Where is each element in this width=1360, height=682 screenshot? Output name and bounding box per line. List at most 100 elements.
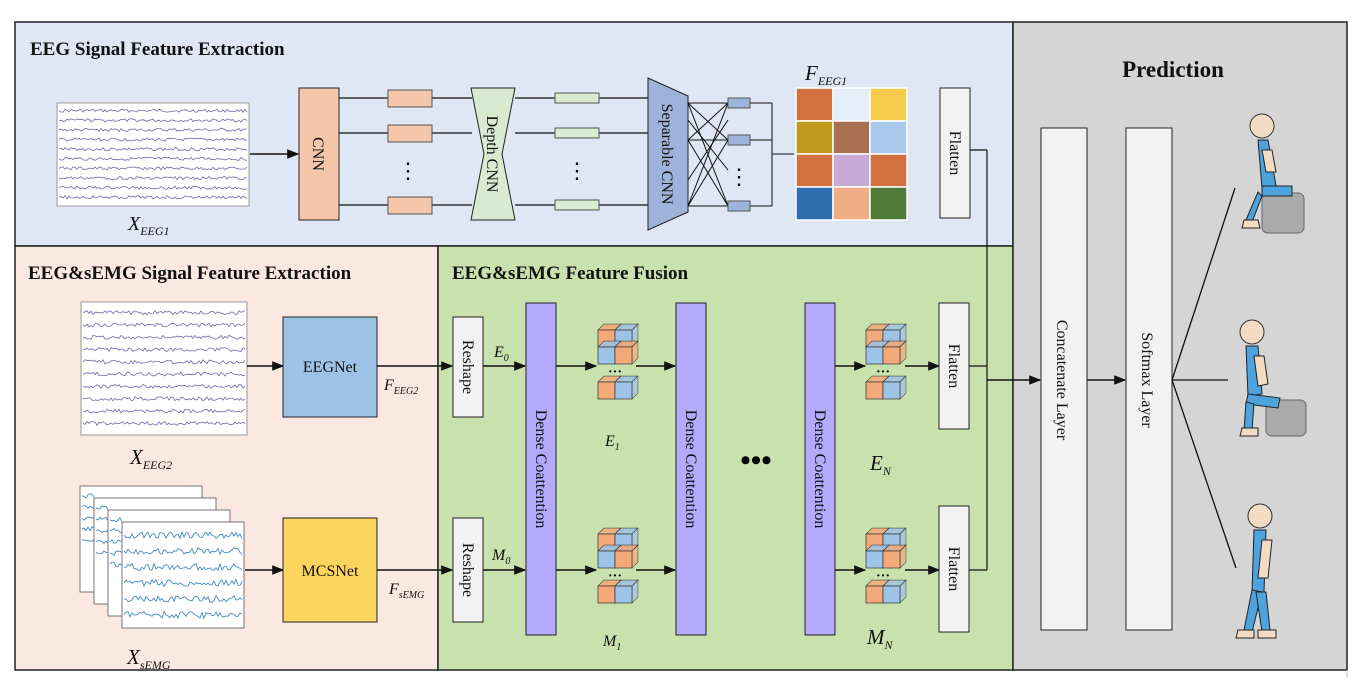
f-semg-label: FsEMG	[388, 581, 424, 601]
f-eeg1-label: FEEG1	[804, 61, 847, 88]
dense-coattention-1: Dense Coattention	[525, 302, 557, 636]
e1-label: E1	[604, 433, 620, 453]
signal-trace	[82, 371, 246, 377]
feature-map-cell	[795, 153, 834, 188]
signal-trace	[58, 156, 247, 161]
signal-trace	[123, 578, 243, 588]
signal-trace	[123, 610, 243, 620]
eegnet-block	[282, 316, 378, 418]
dense-coattention-3: Dense Coattention	[804, 302, 836, 636]
signal-trace	[58, 166, 248, 171]
signal-trace	[58, 127, 247, 133]
m0-label: M0	[491, 547, 510, 567]
prediction-section-title: Prediction	[1122, 57, 1224, 82]
signal-trace	[123, 547, 243, 556]
fusion-flatten-top-label: Flatten	[945, 344, 962, 388]
separable-ellipsis: ⋮	[728, 164, 750, 189]
feature-map-cell	[869, 186, 908, 221]
dense-coattention-2: Dense Coattention	[675, 302, 707, 636]
eeg-section-title: EEG Signal Feature Extraction	[30, 39, 285, 60]
cnn-output-features: ⋮	[339, 89, 472, 215]
fusion-flatten-bottom-label: Flatten	[945, 547, 962, 591]
cnn-label: CNN	[309, 137, 326, 171]
feature-map-cell	[795, 87, 834, 122]
signal-trace	[83, 347, 246, 353]
reshape-bottom-block	[452, 517, 484, 623]
eeg-flatten-label: Flatten	[946, 131, 963, 175]
feature-map-cell	[869, 87, 908, 122]
signal-trace	[82, 309, 246, 316]
signal-trace	[58, 195, 248, 200]
fusion-big-ellipsis: •••	[740, 444, 772, 477]
feature-map-cell	[832, 186, 871, 221]
fusion-flatten-bottom-block	[938, 505, 970, 633]
signal-trace	[123, 594, 243, 603]
separable-cnn-block	[647, 77, 689, 231]
feature-map-cell	[832, 87, 871, 122]
signal-trace	[109, 517, 123, 523]
signal-trace	[95, 529, 109, 533]
signal-trace	[82, 322, 246, 328]
semg-signal-stack	[79, 485, 245, 629]
signal-trace	[81, 539, 95, 542]
x-semg-label: XsEMG	[126, 645, 171, 672]
softmax-output-lines	[1171, 187, 1237, 569]
signal-trace	[82, 334, 246, 340]
feature-map-cell	[869, 120, 908, 155]
signal-trace	[123, 530, 243, 540]
signal-trace	[109, 561, 123, 567]
depth-cnn-block	[470, 87, 516, 221]
feature-cube	[882, 544, 907, 569]
feature-map-cell	[869, 153, 908, 188]
depth-cnn-output-features: ⋮	[515, 92, 648, 211]
eeg-flatten-block	[939, 87, 971, 219]
svg-text:Dense Coattention: Dense Coattention	[682, 410, 699, 529]
feature-cube-groups: ············	[597, 323, 907, 604]
feature-map-cell	[795, 120, 834, 155]
concatenate-layer-label: Concatenate Layer	[1053, 320, 1070, 441]
eeg1-signal-plot	[56, 102, 250, 207]
feature-cube	[882, 579, 907, 604]
signal-trace	[82, 384, 246, 389]
separable-connections	[687, 102, 794, 207]
softmax-layer-block	[1125, 127, 1173, 631]
signal-trace	[58, 147, 248, 152]
f-eeg1-feature-map	[795, 87, 908, 221]
signal-trace	[81, 493, 95, 499]
signal-trace	[109, 539, 123, 544]
feature-map-cell	[832, 120, 871, 155]
eegnet-label: EEGNet	[303, 359, 358, 376]
signal-trace	[109, 528, 123, 534]
signal-trace	[81, 504, 95, 510]
signal-trace	[123, 562, 243, 572]
standing-figure-icon	[1235, 503, 1277, 639]
x-eeg2-label: XEEG2	[129, 445, 172, 472]
mcsnet-label: MCSNet	[302, 563, 359, 580]
f-eeg2-label: FEEG2	[383, 377, 418, 397]
feature-map-cell	[795, 186, 834, 221]
depth-ellipsis: ⋮	[566, 158, 588, 183]
signal-trace	[109, 550, 123, 557]
feature-cube	[614, 544, 639, 569]
svg-text:Dense Coattention: Dense Coattention	[532, 410, 549, 529]
eegsemg-section-title: EEG&sEMG Signal Feature Extraction	[28, 263, 352, 284]
concatenate-layer-block	[1040, 127, 1088, 631]
feature-map-cell	[832, 153, 871, 188]
signal-trace	[82, 408, 246, 414]
softmax-layer-label: Softmax Layer	[1138, 332, 1155, 428]
sitting-figure-icon	[1241, 113, 1305, 234]
semg-sheet	[121, 521, 245, 629]
feature-cube	[882, 340, 907, 365]
signal-trace	[82, 396, 246, 402]
fusion-section-title: EEG&sEMG Feature Fusion	[452, 263, 689, 284]
signal-trace	[81, 516, 95, 521]
m1-label: M1	[602, 633, 621, 653]
separable-output-features: ⋮	[727, 97, 751, 212]
signal-trace	[95, 505, 109, 510]
signal-trace	[58, 137, 248, 142]
cnn-block	[298, 87, 340, 221]
svg-text:Dense Coattention: Dense Coattention	[811, 410, 828, 529]
signal-trace	[58, 185, 248, 190]
